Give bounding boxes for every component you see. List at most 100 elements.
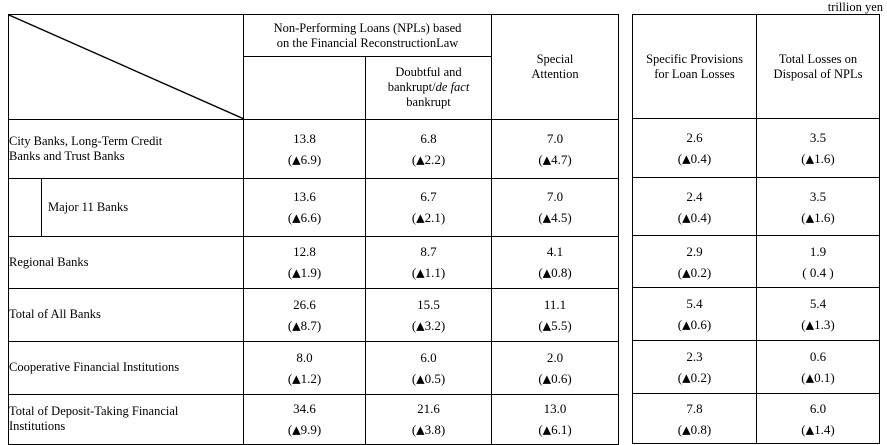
header-doubtful: Doubtful and bankrupt/de fact bankrupt (365, 56, 493, 120)
down-triangle-icon: ▲ (682, 152, 691, 166)
header-npl-group: Non-Performing Loans (NPLs) based on the… (243, 13, 493, 58)
cell-npl-total: 34.6 (▲9.9) (243, 393, 367, 445)
cell-change: (▲0.2) (677, 264, 712, 280)
npl-main-table: Non-Performing Loans (NPLs) based on the… (7, 13, 620, 445)
down-triangle-icon: ▲ (682, 371, 691, 385)
header-total-losses: Total Losses on Disposal of NPLs (756, 14, 880, 119)
row-label-line2: Banks and Trust Banks (9, 148, 125, 163)
down-triangle-icon: ▲ (682, 211, 691, 224)
cell-change: (▲4.7) (538, 151, 572, 167)
down-triangle-icon: ▲ (805, 211, 815, 224)
header-total-losses-line1: Total Losses on (778, 51, 858, 66)
down-triangle-icon: ▲ (805, 423, 815, 436)
cell-special: 7.0 (▲4.7) (491, 118, 620, 179)
table-row: City Banks, Long-Term Credit Banks and T… (7, 118, 620, 179)
cell-value: 13.8 (293, 130, 316, 146)
cell-change: (▲2.1) (411, 210, 446, 226)
header-special-attention: Special Attention (491, 14, 620, 120)
row-label-line1: Major 11 Banks (48, 199, 129, 214)
cell-losses: 3.5 (▲1.6) (756, 118, 880, 178)
down-triangle-icon: ▲ (805, 152, 815, 166)
cell-value: 0.6 (809, 349, 827, 364)
table-row: Total of All Banks 26.6 (▲8.7) 15.5 (▲3.… (7, 287, 620, 342)
down-triangle-icon: ▲ (292, 372, 301, 386)
cell-value: 15.5 (417, 296, 440, 312)
cell-value: 2.6 (686, 130, 703, 145)
cell-value: 26.6 (293, 296, 316, 312)
cell-change: (▲0.8) (677, 421, 712, 437)
table-row: 5.4 (▲0.6) 5.4 (▲1.3) (632, 287, 880, 341)
unit-caption: trillion yen (827, 0, 883, 14)
table-row: 2.6 (▲0.4) 3.5 (▲1.6) (632, 118, 880, 178)
cell-value: 2.4 (686, 188, 703, 204)
cell-value: 6.0 (420, 349, 437, 365)
table-row: Total of Deposit-Taking Financial Instit… (7, 393, 620, 445)
cell-change: (▲0.5) (411, 370, 446, 386)
down-triangle-icon: ▲ (542, 423, 552, 437)
header-doubtful-line3: bankrupt (406, 95, 451, 110)
cell-value: 3.5 (809, 188, 827, 204)
cell-special: 4.1 (▲0.8) (491, 235, 620, 289)
cell-doubtful: 6.0 (▲0.5) (365, 340, 493, 395)
down-triangle-icon: ▲ (542, 319, 552, 333)
down-triangle-icon: ▲ (416, 319, 425, 333)
row-label-major-11-banks: Major 11 Banks (40, 177, 245, 237)
cell-change: (▲3.8) (411, 422, 446, 438)
down-triangle-icon: ▲ (416, 211, 425, 225)
cell-change: ( 0.4 ) (802, 264, 834, 280)
cell-value: 5.4 (686, 296, 703, 311)
cell-provisions: 5.4 (▲0.6) (632, 287, 757, 341)
cell-change: (▲0.2) (677, 370, 712, 385)
cell-doubtful: 6.8 (▲2.2) (365, 118, 493, 179)
down-triangle-icon: ▲ (416, 153, 425, 167)
cell-change: (▲3.2) (411, 317, 446, 333)
cell-npl-total: 12.8 (▲1.9) (243, 235, 367, 289)
cell-special: 7.0 (▲4.5) (491, 177, 620, 237)
row-label-line1: City Banks, Long-Term Credit (9, 133, 163, 148)
cell-npl-total: 26.6 (▲8.7) (243, 287, 367, 342)
cell-change: (▲9.9) (287, 422, 322, 438)
header-npl-group-line1: Non-Performing Loans (NPLs) based (273, 20, 462, 35)
cell-change: (▲0.4) (677, 151, 712, 166)
cell-value: 8.7 (420, 244, 437, 260)
header-npl-total (243, 56, 366, 120)
diagonal-line-icon (9, 15, 243, 119)
cell-change: (▲0.6) (538, 370, 572, 386)
down-triangle-icon: ▲ (682, 423, 691, 436)
cell-change: (▲4.5) (538, 210, 572, 226)
cell-change: (▲1.9) (287, 265, 322, 281)
header-doubtful-line2a: bankrupt/ (387, 80, 436, 95)
cell-value: 12.8 (293, 244, 316, 260)
cell-change: (▲0.6) (677, 317, 712, 332)
cell-losses: 3.5 (▲1.6) (756, 177, 880, 236)
cell-provisions: 2.4 (▲0.4) (632, 177, 757, 236)
down-triangle-icon: ▲ (542, 372, 552, 386)
down-triangle-icon: ▲ (805, 318, 815, 332)
down-triangle-icon: ▲ (542, 211, 552, 225)
cell-special: 2.0 (▲0.6) (491, 340, 620, 395)
cell-change: (▲6.1) (538, 422, 572, 438)
cell-doubtful: 21.6 (▲3.8) (365, 393, 493, 445)
cell-losses: 6.0 (▲1.4) (756, 393, 880, 444)
cell-change: (▲1.6) (801, 151, 835, 166)
row-label-cooperative: Cooperative Financial Institutions (7, 340, 245, 395)
cell-change: (▲0.4) (677, 209, 712, 225)
header-doubtful-line2b: de fact (435, 80, 470, 95)
down-triangle-icon: ▲ (292, 319, 301, 333)
header-special-attention-line2: Attention (531, 66, 579, 81)
down-triangle-icon: ▲ (805, 371, 815, 385)
cell-value: 11.1 (543, 296, 567, 312)
down-triangle-icon: ▲ (292, 423, 301, 437)
cell-special: 13.0 (▲6.1) (491, 393, 620, 445)
cell-change: (▲2.2) (411, 151, 446, 167)
header-row-sub: Doubtful and bankrupt/de fact bankrupt (9, 56, 619, 120)
cell-change: (▲6.9) (287, 151, 322, 167)
cell-change: (▲1.6) (801, 209, 835, 225)
corner-diagonal-cell (7, 14, 245, 120)
cell-value: 2.3 (686, 349, 703, 364)
header-npl-group-line2: on the Financial ReconstructionLaw (276, 35, 459, 50)
header-special-attention-line1: Special (536, 51, 574, 66)
row-label-line1: Total of Deposit-Taking Financial (9, 404, 179, 419)
cell-value: 2.9 (686, 243, 703, 259)
cell-value: 7.8 (686, 400, 703, 416)
